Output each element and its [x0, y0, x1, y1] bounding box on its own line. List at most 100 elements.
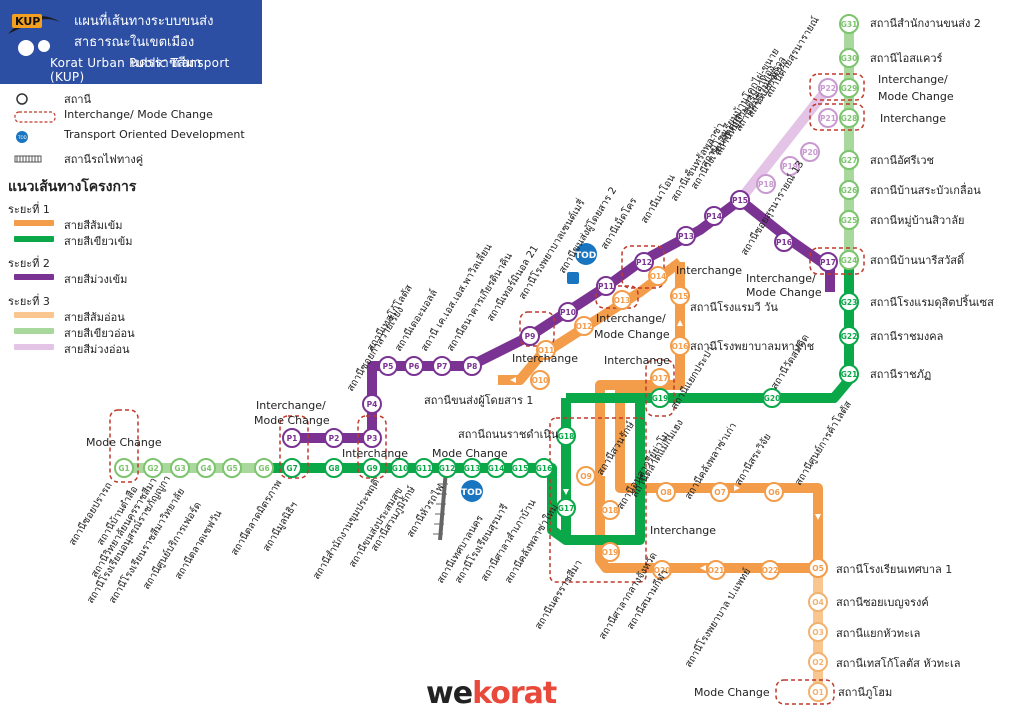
station-g30[interactable]: G30 [839, 48, 859, 68]
station-p22[interactable]: P22 [818, 78, 838, 98]
name-g30: สถานีไอสแควร์ [870, 52, 943, 65]
name-g27: สถานีอัศรีเวช [870, 154, 934, 167]
station-p15[interactable]: P15 [730, 190, 750, 210]
station-p8[interactable]: P8 [462, 356, 482, 376]
station-g12[interactable]: G12 [437, 458, 457, 478]
station-o7[interactable]: O7 [710, 482, 730, 502]
station-g19[interactable]: G19 [650, 388, 670, 408]
name-g23: สถานีโรงแรมดุสิตปริ้นเซส [870, 294, 994, 309]
station-o15[interactable]: O15 [670, 286, 690, 306]
station-g4[interactable]: G4 [196, 458, 216, 478]
station-code: G30 [841, 54, 858, 63]
station-o21[interactable]: O21 [706, 560, 726, 580]
station-p21[interactable]: P21 [818, 108, 838, 128]
station-g15[interactable]: G15 [510, 458, 530, 478]
station-o6[interactable]: O6 [764, 482, 784, 502]
station-g20[interactable]: G20 [762, 388, 782, 408]
station-g27[interactable]: G27 [839, 150, 859, 170]
station-g29[interactable]: G29 [839, 78, 859, 98]
station-p14[interactable]: P14 [704, 206, 724, 226]
station-p17[interactable]: P17 [818, 252, 838, 272]
station-g1[interactable]: G1 [114, 458, 134, 478]
station-p16[interactable]: P16 [774, 232, 794, 252]
station-o13[interactable]: O13 [612, 290, 632, 310]
station-code: P19 [782, 162, 798, 171]
station-o20[interactable]: O20 [652, 560, 672, 580]
station-g17[interactable]: G17 [556, 498, 576, 518]
station-code: G9 [366, 464, 377, 473]
station-p18[interactable]: P18 [756, 174, 776, 194]
station-p7[interactable]: P7 [432, 356, 452, 376]
station-g8[interactable]: G8 [324, 458, 344, 478]
legend-phase2: ระยะที่ 2 [8, 257, 50, 270]
station-g14[interactable]: G14 [486, 458, 506, 478]
station-g23[interactable]: G23 [839, 292, 859, 312]
station-p20[interactable]: P20 [800, 142, 820, 162]
station-g22[interactable]: G22 [839, 326, 859, 346]
station-p3[interactable]: P3 [362, 428, 382, 448]
station-o16[interactable]: O16 [670, 336, 690, 356]
station-o2[interactable]: O2 [808, 652, 828, 672]
station-g31[interactable]: G31 [839, 14, 859, 34]
station-o1[interactable]: O1 [808, 682, 828, 702]
station-o22[interactable]: O22 [760, 560, 780, 580]
station-p1[interactable]: P1 [282, 428, 302, 448]
station-o9[interactable]: O9 [576, 466, 596, 486]
station-g2[interactable]: G2 [143, 458, 163, 478]
station-p6[interactable]: P6 [404, 356, 424, 376]
station-o5[interactable]: O5 [808, 558, 828, 578]
station-p5[interactable]: P5 [378, 356, 398, 376]
station-code: P10 [560, 308, 576, 317]
station-g3[interactable]: G3 [170, 458, 190, 478]
station-o3[interactable]: O3 [808, 622, 828, 642]
station-o17[interactable]: O17 [650, 368, 670, 388]
station-g25[interactable]: G25 [839, 210, 859, 230]
station-o8[interactable]: O8 [656, 482, 676, 502]
station-p10[interactable]: P10 [558, 302, 578, 322]
station-p19[interactable]: P19 [780, 156, 800, 176]
station-g16[interactable]: G16 [534, 458, 554, 478]
name-g26: สถานีบ้านสระบัวเกลื่อน [870, 182, 981, 197]
station-code: P6 [409, 362, 420, 371]
station-code: O19 [602, 548, 619, 557]
station-p4[interactable]: P4 [362, 394, 382, 414]
station-p9[interactable]: P9 [520, 326, 540, 346]
station-o12[interactable]: O12 [574, 316, 594, 336]
station-p12[interactable]: P12 [634, 252, 654, 272]
station-g9[interactable]: G9 [362, 458, 382, 478]
station-g10[interactable]: G10 [390, 458, 410, 478]
station-g26[interactable]: G26 [839, 180, 859, 200]
name-bottom-11: สถานีขนส่งประสมสุข [346, 485, 405, 569]
station-o18[interactable]: O18 [600, 500, 620, 520]
station-g5[interactable]: G5 [222, 458, 242, 478]
station-code: O10 [532, 376, 549, 385]
station-p11[interactable]: P11 [596, 276, 616, 296]
interchange-box-center [549, 417, 647, 583]
station-g24[interactable]: G24 [839, 250, 859, 270]
station-g13[interactable]: G13 [462, 458, 482, 478]
station-g18[interactable]: G18 [556, 426, 576, 446]
name-bus-terminal-1: สถานีขนส่งผู้โดยสาร 1 [424, 393, 533, 407]
station-g11[interactable]: G11 [414, 458, 434, 478]
station-o11[interactable]: O11 [536, 340, 556, 360]
rail-line [433, 469, 448, 541]
station-o4[interactable]: O4 [808, 592, 828, 612]
station-g7[interactable]: G7 [282, 458, 302, 478]
station-o19[interactable]: O19 [600, 542, 620, 562]
station-g28[interactable]: G28 [839, 108, 859, 128]
station-p2[interactable]: P2 [324, 428, 344, 448]
station-code: O18 [602, 506, 619, 515]
station-g21[interactable]: G21 [839, 364, 859, 384]
station-p13[interactable]: P13 [676, 226, 696, 246]
station-code: O3 [812, 628, 824, 637]
station-code: P21 [820, 114, 836, 123]
station-o10[interactable]: O10 [530, 370, 550, 390]
station-code: G22 [841, 332, 858, 341]
station-code: P4 [367, 400, 378, 409]
station-code: P2 [329, 434, 340, 443]
station-g6[interactable]: G6 [254, 458, 274, 478]
purple-light-line [736, 84, 832, 204]
station-o14[interactable]: O14 [648, 266, 668, 286]
station-code: G20 [764, 394, 781, 403]
